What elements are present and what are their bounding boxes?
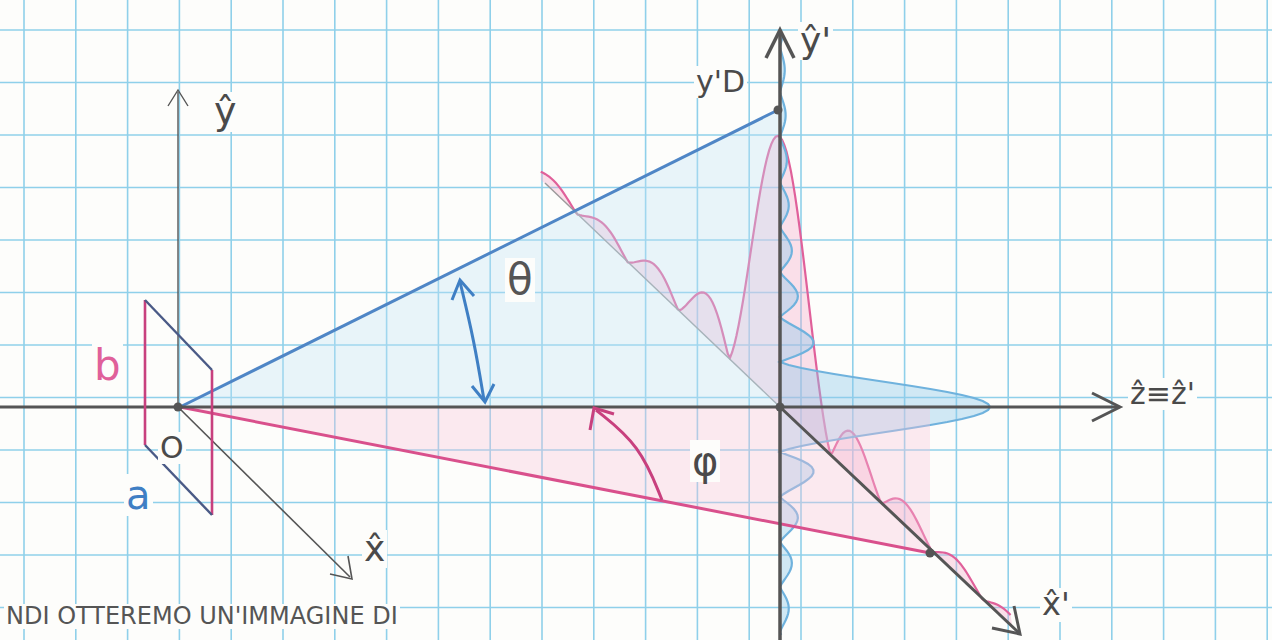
dimension-label: b: [92, 344, 123, 388]
theta-arrow: [460, 282, 484, 400]
z-axis: [0, 406, 1118, 409]
grid-line: [852, 0, 854, 640]
y-axis-head: [168, 90, 188, 106]
grid-line: [23, 0, 25, 640]
grid-line: [1163, 0, 1165, 640]
aperture-side-a: [145, 300, 212, 370]
grid-line: [1007, 0, 1009, 640]
origin-label: O: [158, 432, 186, 464]
dimension-label: a: [124, 474, 153, 516]
angle-label: φ: [690, 440, 720, 482]
x-prime-axis-head: [992, 606, 1020, 634]
grid-line: [0, 29, 1272, 31]
axis-label: ẑ≡ẑ': [1128, 378, 1197, 410]
y-axis: [177, 92, 178, 407]
point-dot: [776, 403, 785, 412]
y-prime-axis-head: [766, 30, 794, 58]
z-axis-head: [1092, 393, 1120, 421]
grid-line: [127, 0, 129, 640]
grid-line: [1059, 0, 1061, 640]
theta-sector: [180, 110, 778, 407]
handwritten-note: NDI OTTEREMO UN'IMMAGINE DI: [4, 604, 400, 629]
grid-line: [1215, 0, 1217, 640]
grid-line: [0, 502, 1272, 504]
axis-label: x̂: [362, 530, 387, 568]
point-dot: [926, 549, 935, 558]
grid-line: [1111, 0, 1113, 640]
grid-line: [0, 134, 1272, 136]
theta-arrow-head: [452, 280, 474, 300]
point-label: y'D: [694, 66, 747, 98]
grid-line: [179, 0, 181, 640]
x-prime-axis: [780, 407, 1018, 632]
grid-line: [282, 0, 284, 640]
x-axis: [178, 407, 350, 577]
point-dot: [174, 403, 183, 412]
point-dot: [774, 106, 783, 115]
axis-label: ŷ: [212, 92, 239, 132]
ray-to-xd: [180, 407, 930, 553]
axis-label: ŷ': [798, 22, 833, 60]
axis-label: x̂': [1040, 588, 1072, 622]
grid-line: [75, 0, 77, 640]
phi-sector: [180, 407, 930, 553]
x-axis-head: [330, 556, 352, 579]
phi-arrow-head: [590, 408, 614, 430]
theta-arrow-head: [472, 384, 494, 402]
aperture-side-b: [211, 370, 214, 515]
angle-label: θ: [505, 258, 535, 302]
y-prime-axis: [778, 32, 782, 640]
grid-line: [0, 554, 1272, 556]
grid-line: [1266, 0, 1268, 640]
grid-line: [334, 0, 336, 640]
phi-arrow: [596, 410, 662, 500]
grid-line: [956, 0, 958, 640]
ray-to-yd: [180, 110, 778, 407]
aperture-side-b: [144, 300, 147, 445]
grid-line: [0, 82, 1272, 84]
